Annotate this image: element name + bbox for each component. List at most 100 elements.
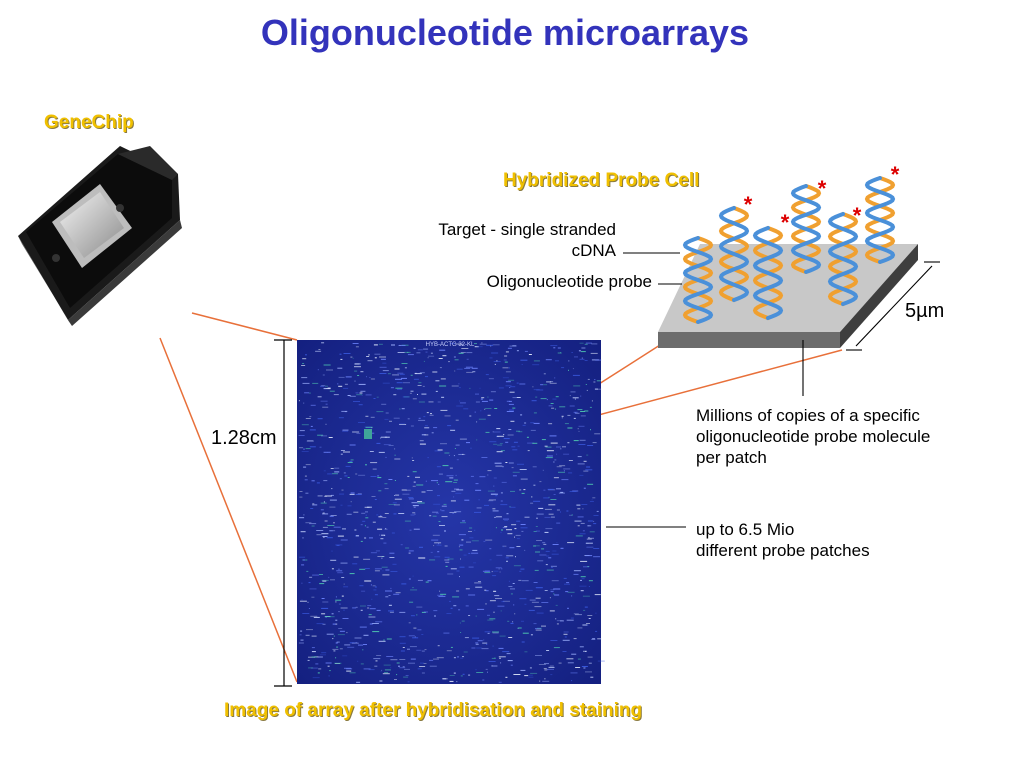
array-speck — [580, 579, 582, 581]
array-speck — [487, 632, 490, 634]
array-speck — [436, 466, 441, 468]
array-speck — [376, 442, 381, 444]
array-speck — [330, 515, 337, 516]
array-speck — [458, 387, 461, 389]
array-speck — [385, 596, 389, 598]
array-speck — [495, 516, 502, 518]
array-speck — [508, 379, 515, 381]
array-speck — [413, 627, 417, 629]
array-speck — [494, 595, 500, 597]
dna-strand — [827, 212, 859, 306]
array-speck — [342, 430, 349, 432]
array-speck — [308, 582, 311, 584]
array-speck — [360, 390, 366, 392]
array-speck — [482, 570, 490, 572]
array-speck — [409, 392, 412, 394]
array-speck — [510, 386, 516, 388]
array-speck — [394, 480, 396, 481]
array-speck — [581, 504, 588, 505]
array-speck — [317, 434, 324, 436]
array-speck — [322, 623, 326, 625]
array-speck — [407, 475, 410, 477]
array-speck — [374, 586, 377, 588]
array-speck — [584, 360, 588, 361]
millions-line2: oligonucleotide probe molecule — [696, 427, 931, 446]
array-speck — [585, 469, 593, 471]
array-speck — [450, 429, 456, 431]
array-speck — [365, 517, 369, 519]
array-speck — [440, 378, 446, 380]
array-speck — [344, 411, 347, 413]
array-speck — [304, 479, 308, 481]
array-speck — [594, 388, 598, 390]
array-speck — [546, 381, 552, 383]
array-speck — [345, 465, 351, 467]
array-speck — [538, 507, 544, 509]
array-speck — [329, 390, 335, 392]
array-speck — [580, 576, 586, 578]
array-speck — [423, 416, 426, 418]
array-speck — [573, 573, 579, 575]
array-speck — [350, 459, 354, 461]
array-speck — [309, 523, 317, 525]
array-speck — [412, 587, 414, 589]
array-speck — [480, 410, 482, 412]
array-speck — [335, 596, 337, 598]
array-speck — [304, 475, 307, 477]
array-speck — [590, 429, 591, 431]
array-speck — [363, 644, 367, 645]
array-speck — [376, 396, 379, 398]
array-speck — [531, 601, 539, 603]
array-speck — [336, 646, 339, 648]
array-speck — [419, 546, 423, 548]
array-speck — [319, 446, 322, 448]
array-speck — [399, 611, 406, 613]
array-speck — [471, 540, 479, 542]
array-speck — [377, 475, 380, 477]
array-speck — [380, 670, 382, 672]
array-speck — [503, 518, 509, 520]
array-speck — [546, 450, 554, 452]
array-speck — [382, 370, 389, 372]
array-speck — [549, 435, 557, 437]
array-speck — [517, 463, 524, 465]
array-speck — [411, 502, 418, 504]
array-speck — [440, 443, 447, 445]
array-speck — [399, 423, 406, 425]
array-speck — [484, 504, 489, 506]
array-speck — [362, 649, 364, 651]
array-speck — [395, 387, 403, 389]
array-speck — [439, 349, 446, 351]
array-speck — [475, 615, 477, 617]
array-speck — [478, 418, 486, 420]
array-speck — [378, 343, 383, 345]
array-speck — [513, 565, 521, 567]
array-speck — [385, 590, 392, 592]
array-speck — [383, 542, 387, 544]
array-speck — [307, 601, 309, 603]
array-speck — [413, 347, 416, 349]
array-speck — [496, 451, 503, 453]
array-speck — [330, 468, 334, 469]
array-speck — [355, 473, 358, 475]
array-speck — [433, 427, 438, 429]
array-speck — [597, 638, 602, 640]
array-speck — [390, 659, 398, 661]
array-speck — [523, 489, 526, 491]
array-speck — [578, 350, 581, 352]
array-speck — [535, 655, 542, 656]
array-speck — [561, 367, 565, 369]
array-speck — [463, 408, 469, 410]
array-speck — [498, 681, 502, 683]
array-speck — [321, 435, 327, 437]
array-speck — [354, 370, 358, 372]
array-speck — [494, 363, 496, 365]
array-speck — [507, 660, 513, 662]
array-speck — [509, 387, 511, 388]
array-speck — [571, 352, 573, 353]
array-speck — [533, 500, 541, 502]
array-speck — [340, 539, 348, 541]
array-speck — [456, 570, 460, 572]
array-speck — [586, 454, 589, 456]
array-speck — [494, 516, 496, 518]
